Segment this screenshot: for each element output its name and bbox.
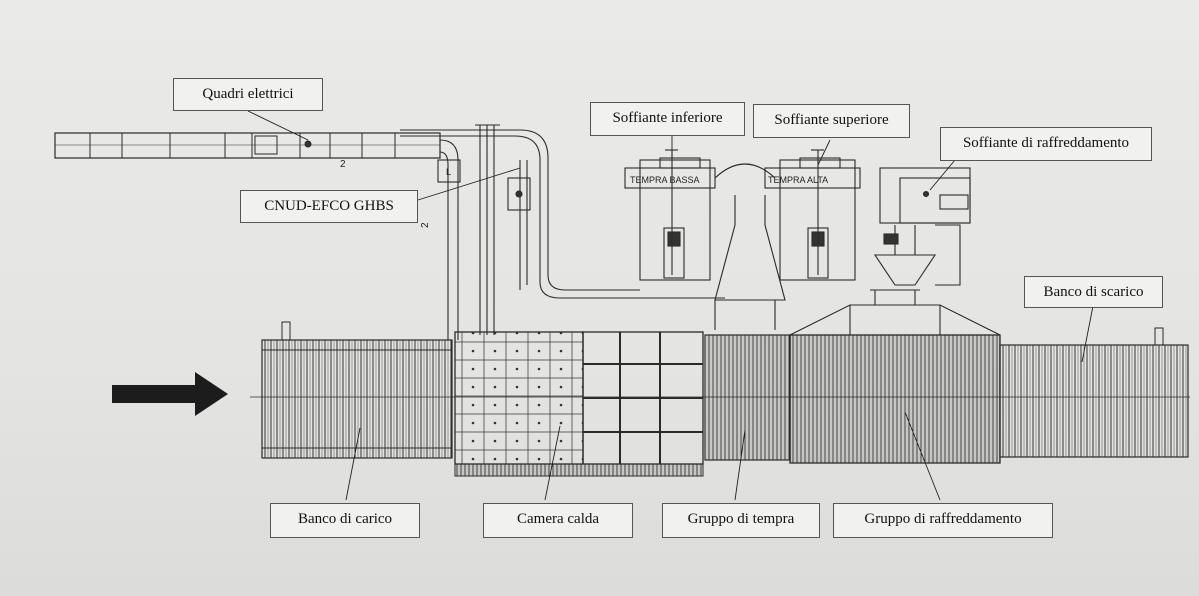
cooling-hood: [789, 289, 1001, 336]
label-cnud-efco: CNUD-EFCO GHBS: [240, 190, 418, 223]
loading-table: [261, 321, 453, 459]
hot-chamber: [454, 331, 704, 477]
label-soffiante-raffreddamento: Soffiante di raffreddamento: [940, 127, 1152, 161]
label-gruppo-raffreddamento: Gruppo di raffreddamento: [833, 503, 1053, 538]
label-soffiante-superiore: Soffiante superiore: [753, 104, 910, 138]
blower-housings: [624, 149, 861, 330]
label-camera-calda: Camera calda: [483, 503, 633, 538]
electrical-panel-row: [54, 132, 441, 159]
label-quadri-elettrici: Quadri elettrici: [173, 78, 323, 111]
label-banco-carico: Banco di carico: [270, 503, 420, 538]
unloading-table: [999, 327, 1189, 458]
air-duct-lines: [400, 124, 725, 340]
duct-number-1: 2: [340, 159, 346, 170]
label-soffiante-inferiore: Soffiante inferiore: [590, 102, 745, 136]
quench-section: [704, 334, 791, 461]
cooling-blower: [873, 167, 971, 286]
tempra-alta-text: TEMPRA ALTA: [768, 175, 828, 185]
feed-direction-arrow-icon: [112, 372, 228, 416]
duct-number-2: 2: [420, 222, 431, 228]
cooling-section: [789, 334, 1001, 464]
panel-box-text: L: [446, 167, 451, 177]
leader-lines: [247, 110, 1094, 501]
label-gruppo-tempra: Gruppo di tempra: [662, 503, 820, 538]
tempra-bassa-text: TEMPRA BASSA: [630, 175, 700, 185]
label-banco-scarico: Banco di scarico: [1024, 276, 1163, 308]
